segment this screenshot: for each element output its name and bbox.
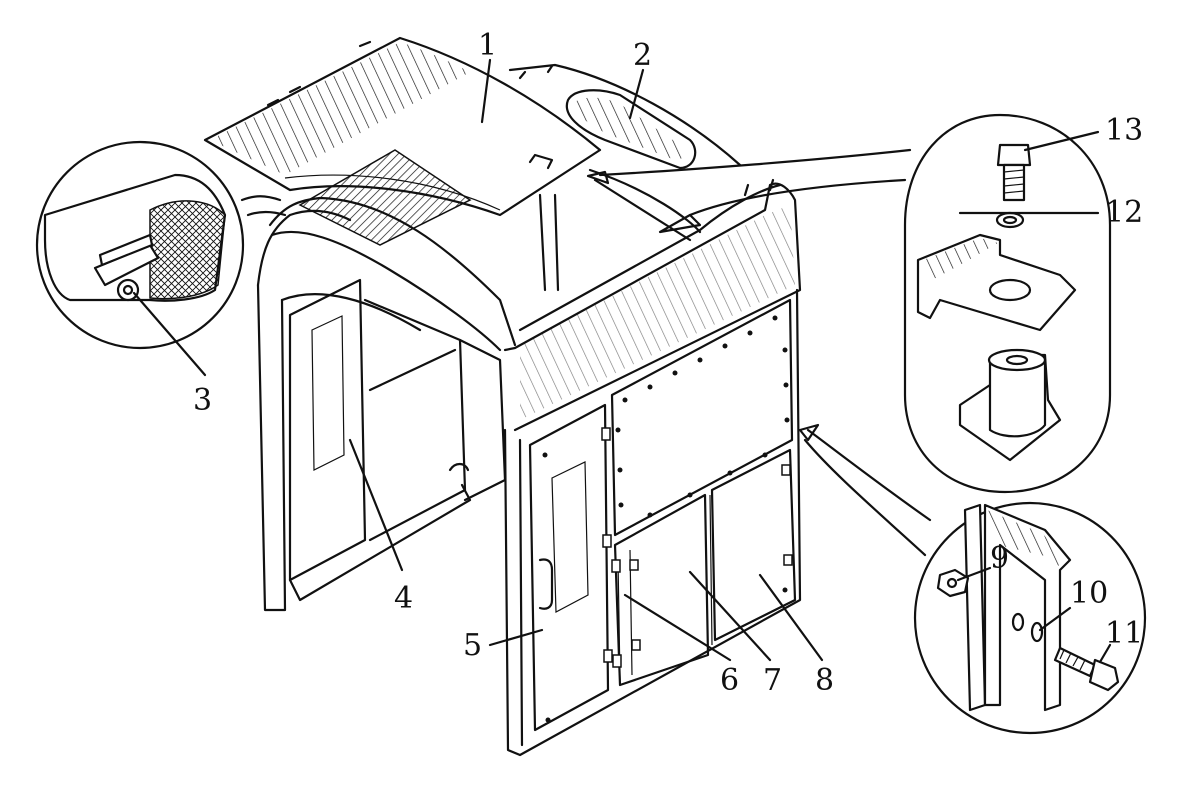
label-1: 1 [478, 28, 497, 63]
door-hinges [601, 427, 793, 668]
leader-lines [132, 58, 1112, 664]
detail-connectors [240, 148, 932, 557]
rear-window-glass [298, 149, 472, 246]
label-6: 6 [720, 663, 739, 698]
detail-circle-top-right [903, 113, 1112, 494]
label-12: 12 [1105, 195, 1143, 230]
label-7: 7 [763, 663, 782, 698]
label-4: 4 [394, 581, 413, 616]
panel-rivets [542, 315, 790, 723]
label-13: 13 [1105, 113, 1143, 148]
label-8: 8 [815, 663, 834, 698]
label-9: 9 [990, 541, 1009, 576]
detail-circle-left [35, 140, 245, 350]
detail-circle-bottom-right [913, 501, 1147, 735]
label-11: 11 [1105, 616, 1143, 651]
label-5: 5 [463, 628, 482, 663]
callout-labels: 1 2 3 4 5 6 7 8 9 10 11 12 13 [193, 28, 1143, 698]
label-2: 2 [633, 38, 652, 73]
label-3: 3 [193, 383, 212, 418]
cab-body [256, 168, 802, 757]
seat-cushion [565, 89, 697, 170]
label-10: 10 [1070, 576, 1108, 611]
